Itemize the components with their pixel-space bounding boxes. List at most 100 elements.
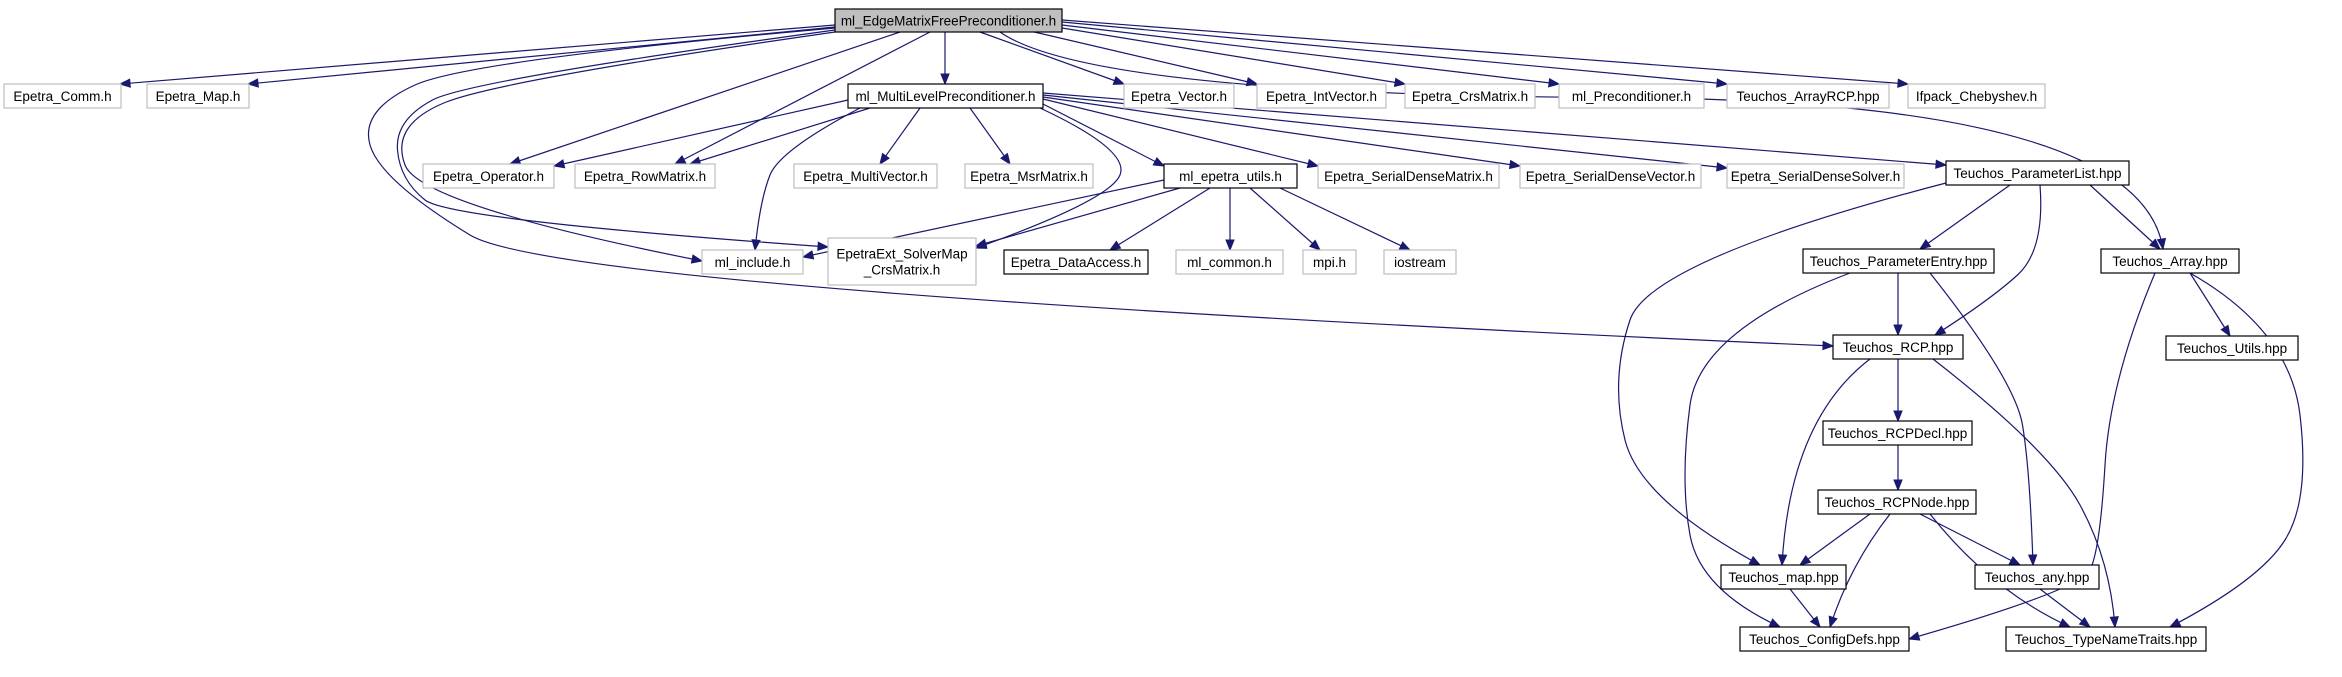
edge-root-rowm: [673, 31, 931, 165]
edge-mlp-op: [552, 99, 849, 169]
edge-root-arcp: [1061, 21, 1729, 88]
node-ivec[interactable]: Epetra_IntVector.h: [1256, 83, 1387, 109]
node-op[interactable]: Epetra_Operator.h: [422, 163, 555, 189]
node-label: ml_EdgeMatrixFreePreconditioner.h: [841, 14, 1056, 29]
node-root[interactable]: ml_EdgeMatrixFreePreconditioner.h: [834, 8, 1063, 33]
edge-root-cheb: [1061, 19, 1910, 88]
node-label: ml_include.h: [715, 255, 791, 270]
dependency-edges: [118, 19, 2304, 641]
edge-root-comm: [118, 24, 836, 88]
node-arcp[interactable]: Teuchos_ArrayRCP.hpp: [1726, 83, 1890, 109]
node-label: iostream: [1394, 255, 1446, 270]
edge-tarr-tutils: [2189, 272, 2231, 338]
node-tutils[interactable]: Teuchos_Utils.hpp: [2165, 335, 2299, 361]
edge-eutils-ios: [1279, 187, 1412, 251]
node-label: _CrsMatrix.h: [863, 263, 941, 278]
edge-plist-trcp: [1933, 184, 2042, 336]
node-mlcommon[interactable]: ml_common.h: [1175, 249, 1284, 275]
node-label: ml_epetra_utils.h: [1179, 169, 1282, 184]
edge-plist-tarr: [2089, 184, 2161, 250]
node-label: Teuchos_any.hpp: [1985, 570, 2090, 585]
node-map[interactable]: Epetra_Map.h: [146, 83, 250, 109]
edge-root-mlp: [940, 32, 950, 86]
node-mpi[interactable]: mpi.h: [1302, 249, 1357, 275]
node-label: Teuchos_RCPDecl.hpp: [1828, 426, 1968, 441]
node-label: mpi.h: [1313, 255, 1346, 270]
node-label: EpetraExt_SolverMap: [836, 247, 967, 262]
edge-root-esm: [396, 29, 836, 251]
edge-tany-ttnt: [2039, 588, 2092, 628]
node-label: Epetra_MultiVector.h: [803, 169, 928, 184]
edge-trcp-trcpdecl: [1893, 359, 1903, 423]
edge-eutils-mlcommon: [1225, 188, 1235, 252]
edge-pentry-tcfg: [1684, 272, 1851, 628]
node-trcpdecl[interactable]: Teuchos_RCPDecl.hpp: [1822, 420, 1973, 446]
node-sdm[interactable]: Epetra_SerialDenseMatrix.h: [1317, 163, 1500, 189]
node-label: Teuchos_RCPNode.hpp: [1825, 495, 1970, 510]
node-label: Epetra_MsrMatrix.h: [970, 169, 1088, 184]
edge-trcpdecl-trcpnode: [1893, 445, 1903, 492]
node-label: Teuchos_Array.hpp: [2112, 254, 2227, 269]
edge-root-crs: [1061, 27, 1407, 87]
node-label: Teuchos_ConfigDefs.hpp: [1749, 632, 1900, 647]
edge-root-vec: [979, 31, 1126, 85]
edge-plist-pentry: [1918, 184, 2011, 250]
node-label: Teuchos_ArrayRCP.hpp: [1736, 89, 1879, 104]
node-label: Teuchos_Utils.hpp: [2177, 341, 2287, 356]
node-plist[interactable]: Teuchos_ParameterList.hpp: [1945, 160, 2130, 186]
node-label: Ifpack_Chebyshev.h: [1916, 89, 2037, 104]
node-eutils[interactable]: ml_epetra_utils.h: [1163, 163, 1298, 189]
node-label: Teuchos_ParameterEntry.hpp: [1810, 254, 1988, 269]
node-label: Teuchos_map.hpp: [1728, 570, 1838, 585]
edge-eutils-esm: [974, 187, 1181, 248]
node-ttnt[interactable]: Teuchos_TypeNameTraits.hpp: [2005, 626, 2207, 652]
node-sdv[interactable]: Epetra_SerialDenseVector.h: [1519, 163, 1702, 189]
node-label: Epetra_IntVector.h: [1266, 89, 1377, 104]
node-msr[interactable]: Epetra_MsrMatrix.h: [964, 163, 1094, 189]
node-label: Epetra_SerialDenseMatrix.h: [1324, 169, 1493, 184]
edge-root-incl: [401, 31, 836, 264]
node-label: Teuchos_ParameterList.hpp: [1953, 166, 2121, 181]
node-eda[interactable]: Epetra_DataAccess.h: [1003, 249, 1149, 275]
edge-trcp-ttnt: [1932, 358, 2119, 629]
node-mlprec[interactable]: ml_Preconditioner.h: [1558, 83, 1705, 109]
node-mlp[interactable]: ml_MultiLevelPreconditioner.h: [847, 83, 1044, 109]
edge-mlp-sdm: [1042, 98, 1320, 169]
node-label: ml_common.h: [1187, 255, 1272, 270]
node-incl[interactable]: ml_include.h: [701, 249, 804, 275]
node-label: ml_Preconditioner.h: [1572, 89, 1691, 104]
node-sds[interactable]: Epetra_SerialDenseSolver.h: [1726, 163, 1905, 189]
node-ios[interactable]: iostream: [1383, 249, 1457, 275]
edge-mlp-eutils: [1042, 103, 1166, 167]
node-esm[interactable]: EpetraExt_SolverMap_CrsMatrix.h: [827, 237, 977, 286]
node-trcp[interactable]: Teuchos_RCP.hpp: [1832, 334, 1964, 360]
node-label: Teuchos_RCP.hpp: [1843, 340, 1954, 355]
edge-pentry-trcp: [1893, 273, 1903, 337]
edge-mlp-incl: [751, 107, 861, 252]
node-comm[interactable]: Epetra_Comm.h: [3, 83, 122, 109]
node-label: ml_MultiLevelPreconditioner.h: [855, 89, 1035, 104]
node-mvec[interactable]: Epetra_MultiVector.h: [793, 163, 938, 189]
node-pentry[interactable]: Teuchos_ParameterEntry.hpp: [1802, 248, 1995, 274]
edge-root-mlprec: [1061, 24, 1561, 88]
edge-trcpnode-tany: [1919, 513, 2022, 566]
node-vec[interactable]: Epetra_Vector.h: [1123, 83, 1235, 109]
edge-mlp-sdv: [1042, 96, 1522, 170]
node-cheb[interactable]: Ifpack_Chebyshev.h: [1907, 83, 2046, 109]
node-label: Epetra_Operator.h: [433, 169, 544, 184]
node-tmap[interactable]: Teuchos_map.hpp: [1720, 564, 1847, 590]
node-crs[interactable]: Epetra_CrsMatrix.h: [1404, 83, 1536, 109]
node-label: Teuchos_TypeNameTraits.hpp: [2015, 632, 2198, 647]
node-rowm[interactable]: Epetra_RowMatrix.h: [574, 163, 716, 189]
node-tany[interactable]: Teuchos_any.hpp: [1974, 564, 2100, 590]
node-label: Epetra_Map.h: [156, 89, 241, 104]
node-label: Epetra_SerialDenseSolver.h: [1731, 169, 1901, 184]
node-label: Epetra_DataAccess.h: [1011, 255, 1142, 270]
edge-eutils-eda: [1108, 187, 1211, 251]
node-trcpnode[interactable]: Teuchos_RCPNode.hpp: [1817, 489, 1977, 515]
edge-eutils-mpi: [1249, 187, 1322, 251]
node-tarr[interactable]: Teuchos_Array.hpp: [2100, 248, 2240, 274]
edge-plist-tmap: [1617, 182, 1947, 566]
node-tcfg[interactable]: Teuchos_ConfigDefs.hpp: [1739, 626, 1910, 652]
